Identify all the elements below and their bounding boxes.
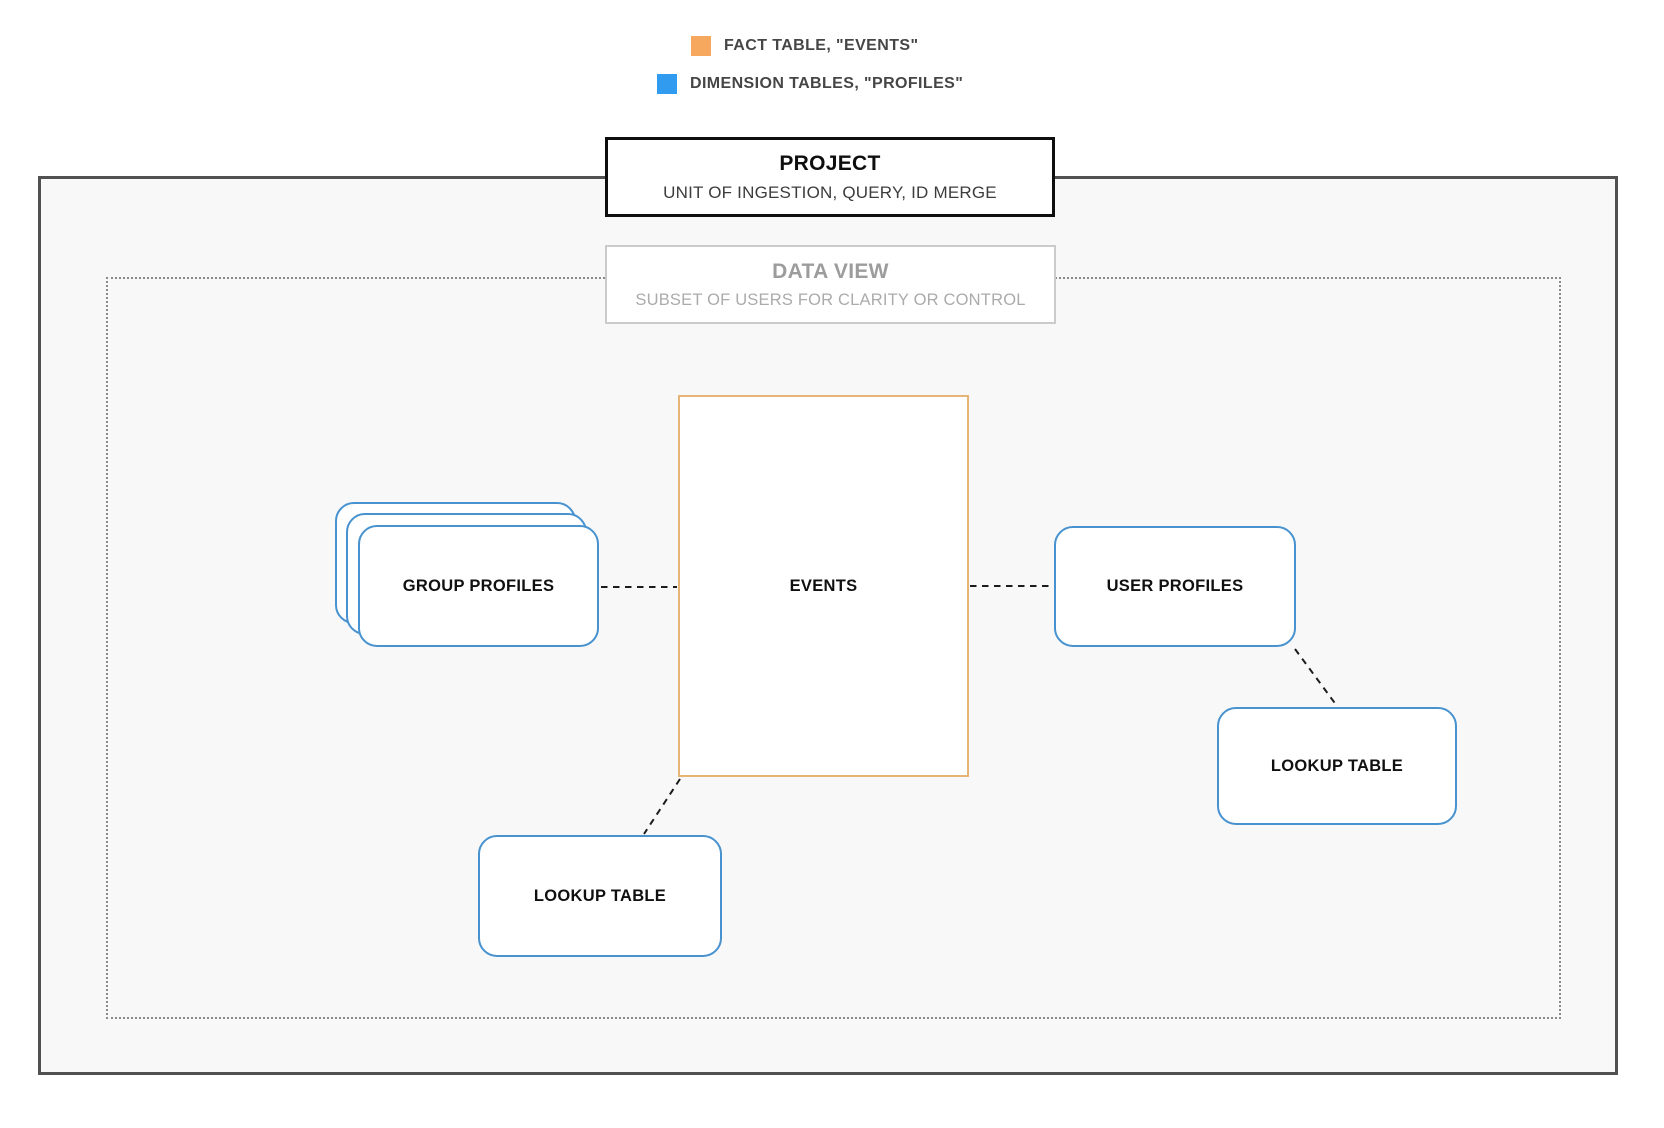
data-view-title: DATA VIEW xyxy=(772,259,889,283)
legend-item-dimension-tables: DIMENSION TABLES, "PROFILES" xyxy=(657,74,963,94)
events-label: EVENTS xyxy=(789,576,858,595)
data-view-subtitle: SUBSET OF USERS FOR CLARITY OR CONTROL xyxy=(635,290,1026,309)
data-view-header-box: DATA VIEW SUBSET OF USERS FOR CLARITY OR… xyxy=(605,245,1056,324)
legend-label: FACT TABLE, "EVENTS" xyxy=(724,37,919,54)
lookup-table-right-label: LOOKUP TABLE xyxy=(1270,756,1404,775)
group-profiles-label: GROUP PROFILES xyxy=(402,576,555,595)
lookup-table-right-node: LOOKUP TABLE xyxy=(1217,707,1457,825)
user-profiles-label: USER PROFILES xyxy=(1106,577,1244,595)
dimension-tables-swatch xyxy=(657,74,677,94)
project-title: PROJECT xyxy=(779,151,881,175)
group-profiles-node: GROUP PROFILES xyxy=(358,525,599,647)
project-subtitle: UNIT OF INGESTION, QUERY, ID MERGE xyxy=(663,182,997,202)
events-node: EVENTS xyxy=(678,395,969,777)
lookup-table-bottom-node: LOOKUP TABLE xyxy=(478,835,722,957)
user-profiles-node: USER PROFILES xyxy=(1054,526,1296,647)
lookup-table-bottom-label: LOOKUP TABLE xyxy=(533,886,667,905)
legend-label: DIMENSION TABLES, "PROFILES" xyxy=(690,75,964,92)
fact-table-swatch xyxy=(691,36,711,56)
legend-item-fact-table: FACT TABLE, "EVENTS" xyxy=(691,36,918,56)
project-header-box: PROJECT UNIT OF INGESTION, QUERY, ID MER… xyxy=(605,137,1055,217)
